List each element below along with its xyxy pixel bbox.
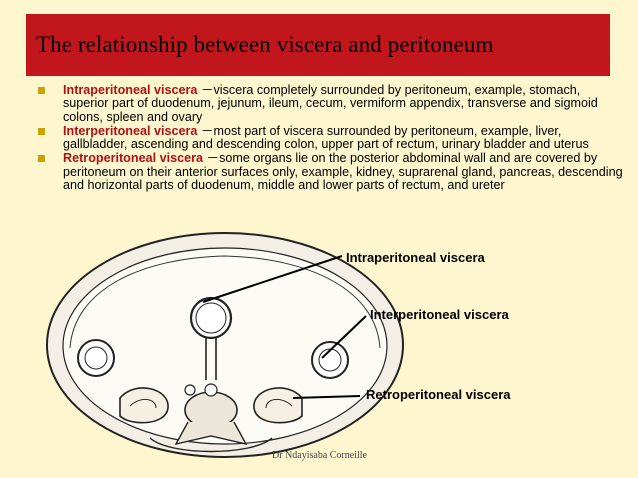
bullet-intraperitoneal: Intraperitoneal viscera －viscera complet… [38,83,623,124]
bullet-term: Interperitoneal viscera [63,123,198,138]
pointer-intra [202,255,343,303]
label-retroperitoneal: Retroperitoneal viscera [366,387,511,402]
author-credit: Dr Ndayisaba Corneille [272,450,367,461]
pointer-inter [321,315,367,359]
bullet-interperitoneal: Interperitoneal viscera －most part of vi… [38,123,623,152]
label-interperitoneal: Interperitoneal viscera [370,307,509,322]
label-intraperitoneal: Intraperitoneal viscera [346,250,485,265]
bullet-text: viscera completely surrounded by periton… [63,83,598,124]
interperitoneal-organ-left [77,339,115,377]
retroperitoneal-organ-left [119,387,169,424]
bullet-list: Intraperitoneal viscera －viscera complet… [38,83,623,192]
slide-title: The relationship between viscera and per… [36,32,494,57]
peritoneum-line [69,255,381,349]
interperitoneal-organ-right [311,341,349,379]
back-muscles [149,437,273,453]
pointer-retro [292,395,361,399]
abdominal-cross-section-diagram [46,232,404,458]
bullet-marker [38,87,45,94]
vertebral-arch [174,421,248,446]
bullet-marker [38,155,45,163]
retroperitoneal-organ-right [253,387,303,424]
bullet-text: some organs lie on the posterior abdomin… [63,151,623,193]
bullet-dash: － [206,151,220,166]
bullet-term: Retroperitoneal viscera [63,151,203,166]
title-bar: The relationship between viscera and per… [26,14,610,76]
bullet-dash: － [200,123,214,138]
intraperitoneal-organ [189,296,233,340]
bullet-retroperitoneal: Retroperitoneal viscera －some organs lie… [38,152,623,192]
mesentery [205,338,217,380]
bullet-text: most part of viscera surrounded by perit… [63,123,589,152]
bullet-term: Intraperitoneal viscera [63,83,198,97]
bullet-dash: － [200,83,214,97]
bullet-marker [38,127,45,135]
